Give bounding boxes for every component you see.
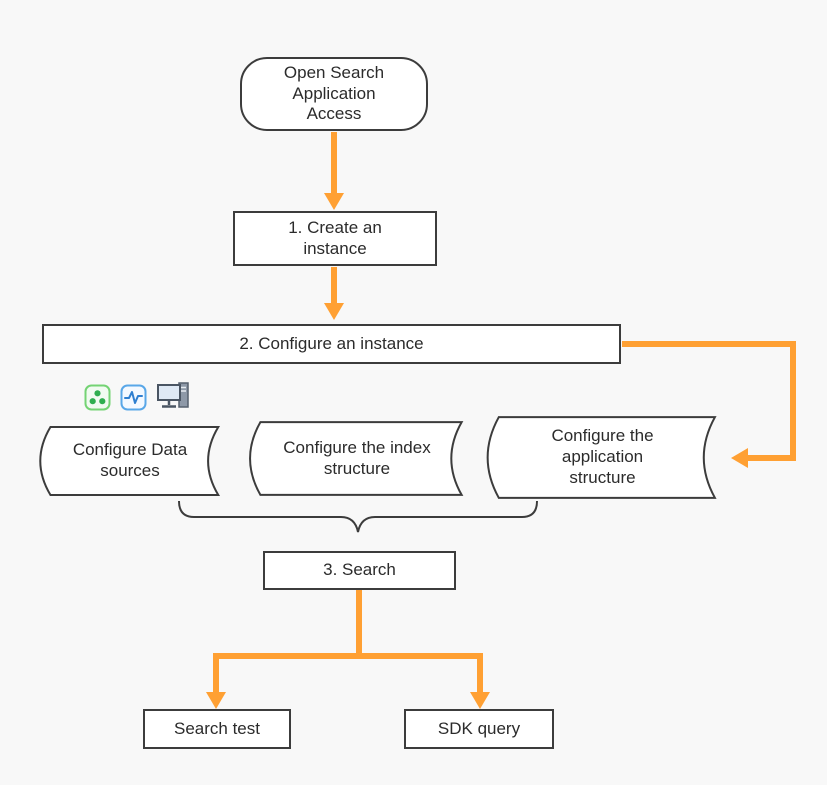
node-configure-instance: 2. Configure an instance (42, 324, 621, 364)
arrowhead-start-to-create (324, 193, 344, 210)
node-start-label: Open Search Application Access (283, 62, 385, 124)
node-configure-instance-label: 2. Configure an instance (239, 333, 424, 353)
node-sdk-query: SDK query (404, 709, 554, 749)
node-search: 3. Search (263, 551, 456, 590)
computer-icon (156, 381, 192, 411)
node-configure-index-structure-label: Configure the index structure (283, 437, 431, 478)
arrow-configure-to-app-structure (622, 341, 796, 461)
waveform-icon (120, 384, 147, 411)
node-create-instance-label: 1. Create an instance (288, 217, 382, 258)
node-configure-application-structure-label: Configure the application structure (551, 426, 654, 487)
node-configure-application-structure: Configure the application structure (479, 416, 726, 499)
node-configure-data-sources: Configure Data sources (33, 426, 227, 496)
node-start: Open Search Application Access (240, 57, 428, 131)
node-configure-index-structure: Configure the index structure (242, 421, 472, 496)
node-search-label: 3. Search (323, 560, 396, 580)
node-search-test-label: Search test (174, 718, 260, 738)
node-search-test: Search test (143, 709, 291, 749)
arrowhead-to-search-test (206, 692, 226, 709)
data-cluster-icon (84, 384, 111, 411)
group-brace (178, 500, 538, 533)
node-configure-data-sources-label: Configure Data sources (72, 440, 188, 480)
arrowhead-configure-to-app-structure (731, 448, 748, 468)
node-sdk-query-label: SDK query (437, 718, 521, 738)
arrowhead-to-sdk-query (470, 692, 490, 709)
arrowhead-create-to-configure (324, 303, 344, 320)
node-create-instance: 1. Create an instance (233, 211, 437, 266)
icons-row (84, 381, 192, 411)
